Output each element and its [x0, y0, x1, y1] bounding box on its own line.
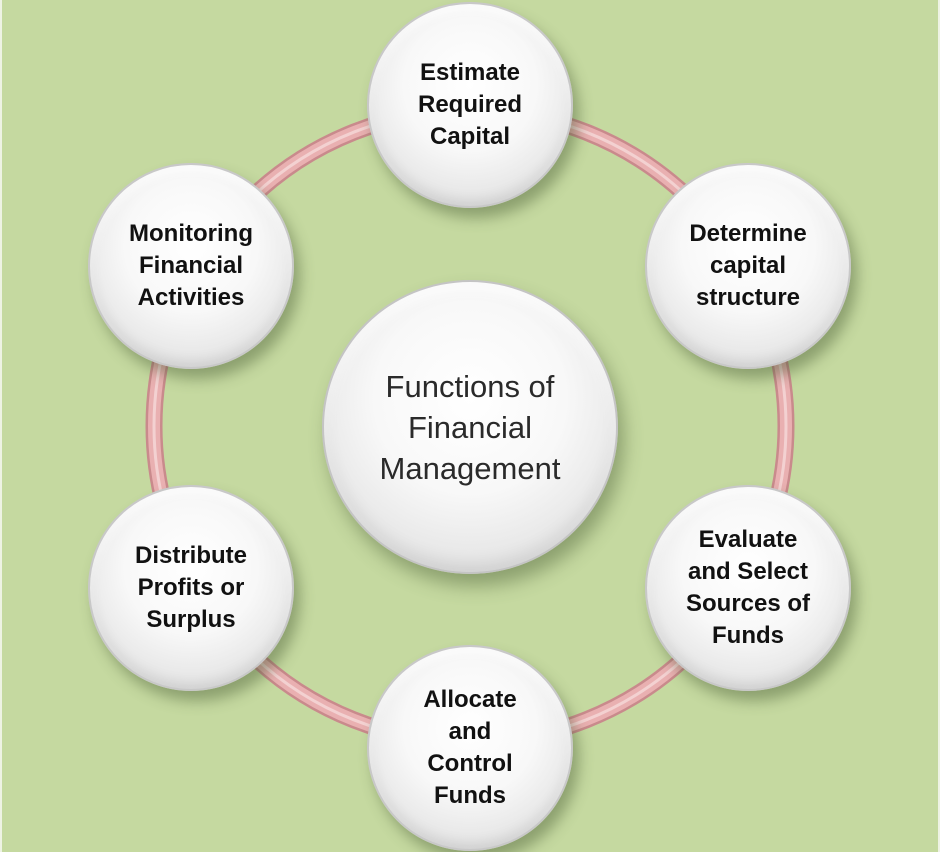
node-evaluate-select-sources: Evaluate and Select Sources of Funds [645, 485, 851, 691]
node-label: Estimate Required Capital [417, 59, 522, 150]
frame-border-left [0, 0, 2, 852]
node-allocate-control-funds: Allocate and Control Funds [367, 645, 573, 851]
node-label: Evaluate and Select Sources of Funds [685, 526, 811, 649]
center-node: Functions of Financial Management [322, 280, 618, 574]
node-label: Allocate and Control Funds [423, 686, 517, 809]
frame-border-right [938, 0, 940, 852]
node-label: Determine capital structure [689, 220, 807, 311]
node-label: Distribute Profits or Surplus [134, 542, 247, 633]
center-label: Functions of Financial Management [379, 368, 561, 486]
node-monitoring-financial-activities: Monitoring Financial Activities [88, 163, 294, 369]
node-determine-capital-structure: Determine capital structure [645, 163, 851, 369]
node-estimate-required-capital: Estimate Required Capital [367, 2, 573, 208]
node-distribute-profits: Distribute Profits or Surplus [88, 485, 294, 691]
node-label: Monitoring Financial Activities [129, 220, 253, 311]
